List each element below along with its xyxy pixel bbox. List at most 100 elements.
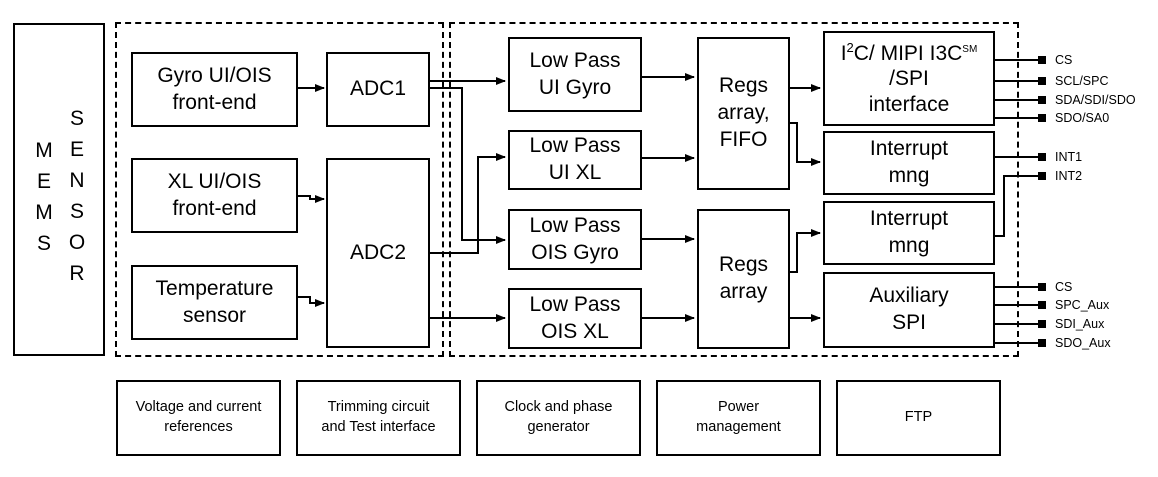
wire-temp-adc2 — [296, 296, 325, 307]
block-label: FTP — [904, 409, 933, 426]
serial-interface-title: I2C/ MIPI I3CSM — [841, 40, 978, 67]
block-label: and Test interface — [321, 419, 436, 435]
block-label: mng — [888, 164, 930, 187]
pin-label-int1: INT1 — [1055, 150, 1083, 164]
block-label: array, — [717, 101, 770, 125]
pin-label-sdo-sa0: SDO/SA0 — [1055, 111, 1110, 125]
block-label: OIS Gyro — [531, 240, 619, 264]
block-label: front-end — [172, 196, 257, 220]
block-label: C/ MIPI I3C — [853, 41, 963, 65]
pin-square — [1038, 339, 1046, 347]
clock-generator-block: Clock and phase generator — [476, 380, 641, 456]
pin-label-sda: SDA/SDI/SDO — [1055, 93, 1136, 107]
sensor-letters: S E N S O R — [66, 103, 88, 289]
block-label: mng — [888, 234, 930, 257]
lp-ois-xl-block: Low Pass OIS XL — [508, 288, 642, 349]
pin-label-int2: INT2 — [1055, 169, 1083, 183]
voltage-references-block: Voltage and current references — [116, 380, 281, 456]
regs-fifo-block: Regs array, FIFO — [697, 37, 790, 190]
block-label: management — [696, 419, 781, 435]
lp-ois-gyro-block: Low Pass OIS Gyro — [508, 209, 642, 270]
pin-label-scl-spc: SCL/SPC — [1055, 74, 1109, 88]
block-label: Regs — [718, 74, 769, 98]
sensor-letter: R — [69, 262, 85, 285]
mems-letters: M E M S — [33, 135, 55, 259]
block-label: Gyro UI/OIS — [157, 63, 272, 87]
lp-ui-xl-block: Low Pass UI XL — [508, 130, 642, 190]
block-label: OIS XL — [541, 319, 609, 343]
lp-ui-gyro-block: Low Pass UI Gyro — [508, 37, 642, 112]
block-label: Temperature — [155, 276, 274, 300]
block-label: front-end — [172, 90, 257, 114]
pin-square — [1038, 301, 1046, 309]
block-label: generator — [527, 419, 590, 435]
block-label: XL UI/OIS — [167, 169, 262, 193]
block-label: I — [840, 41, 847, 65]
pin-square — [1038, 56, 1046, 64]
wire-adc1-lp-ois-gyro — [429, 87, 506, 244]
block-label: Clock and phase — [504, 399, 613, 416]
block-label: sensor — [182, 303, 247, 327]
pin-square — [1038, 153, 1046, 161]
regs-array-block: Regs array — [697, 209, 790, 349]
block-label: FIFO — [719, 127, 768, 151]
pin-label-spc-aux: SPC_Aux — [1055, 298, 1110, 312]
sensor-letter: S — [69, 107, 84, 130]
block-label: UI Gyro — [538, 75, 612, 99]
wire-regs-int1 — [789, 122, 821, 166]
pin-label-sdi-aux: SDI_Aux — [1055, 317, 1105, 331]
pin-square — [1038, 114, 1046, 122]
interrupt2-block: Interrupt mng — [823, 201, 995, 265]
superscript-2: 2 — [846, 39, 854, 55]
pin-square — [1038, 320, 1046, 328]
serial-interface-block: I2C/ MIPI I3CSM /SPI interface — [823, 31, 995, 126]
wire-adc2-lp-ui-xl — [429, 153, 506, 254]
block-label: Auxiliary — [869, 284, 949, 308]
block-label: Interrupt — [869, 137, 949, 161]
block-label: Low Pass — [529, 48, 621, 72]
xl-frontend-block: XL UI/OIS front-end — [131, 158, 298, 233]
block-label: Power — [717, 399, 760, 416]
pin-label-aux-cs: CS — [1055, 280, 1073, 294]
superscript-sm: SM — [962, 43, 978, 55]
block-label: Low Pass — [529, 292, 621, 316]
sensor-letter: N — [69, 169, 85, 192]
pin-label-sdo-aux: SDO_Aux — [1055, 336, 1111, 350]
pin-square — [1038, 172, 1046, 180]
block-label: SPI — [892, 311, 926, 334]
mems-sensor-block: M E M S S E N S O R — [13, 23, 105, 356]
interrupt1-block: Interrupt mng — [823, 131, 995, 195]
pin-label-cs: CS — [1055, 53, 1073, 67]
wire-xl-adc2 — [296, 195, 325, 203]
adc1-block: ADC1 — [326, 52, 430, 127]
block-label: references — [164, 419, 233, 435]
block-label: Low Pass — [529, 134, 621, 158]
sensor-letter: S — [69, 200, 84, 223]
pin-square — [1038, 77, 1046, 85]
gyro-frontend-block: Gyro UI/OIS front-end — [131, 52, 298, 127]
block-label: Voltage and current — [135, 399, 262, 416]
digital-processing-group — [449, 22, 1019, 357]
block-label: interface — [868, 92, 950, 116]
analog-front-end-group — [115, 22, 444, 357]
block-label: Low Pass — [529, 213, 621, 237]
block-label: ADC1 — [349, 77, 407, 101]
auxiliary-spi-block: Auxiliary SPI — [823, 272, 995, 348]
block-label: Regs — [718, 253, 769, 277]
mems-letter: M — [35, 139, 53, 162]
block-label: UI XL — [548, 161, 602, 184]
block-label: Trimming circuit — [327, 399, 430, 416]
trimming-test-block: Trimming circuit and Test interface — [296, 380, 461, 456]
ftp-block: FTP — [836, 380, 1001, 456]
wire-pin-int2 — [994, 175, 1038, 237]
sensor-letter: O — [68, 231, 86, 254]
pin-square — [1038, 96, 1046, 104]
mems-letter: M — [35, 201, 53, 224]
block-label: /SPI — [889, 67, 929, 91]
mems-letter: S — [36, 232, 51, 255]
power-management-block: Power management — [656, 380, 821, 456]
sensor-letter: E — [69, 138, 84, 161]
wire-regs2-int2 — [789, 229, 821, 273]
adc2-block: ADC2 — [326, 158, 430, 348]
